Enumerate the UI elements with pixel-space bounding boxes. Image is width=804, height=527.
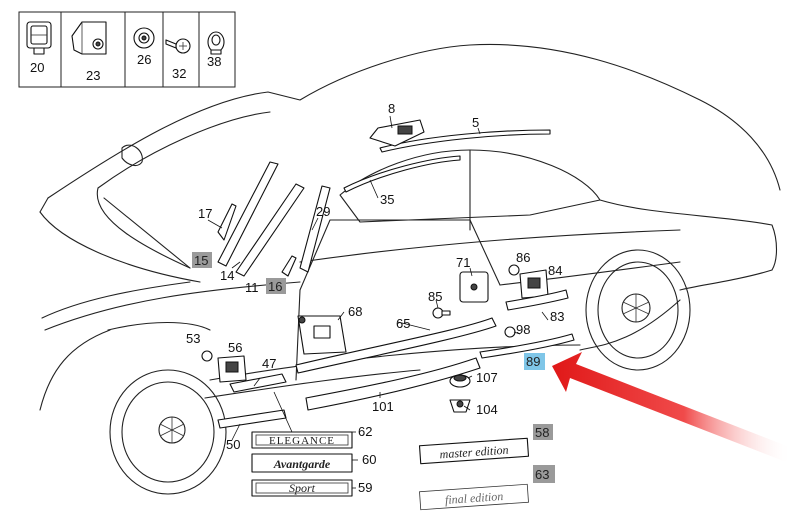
roof-clip-8: [369, 119, 425, 147]
badge-sport: Sport: [251, 479, 353, 497]
callout-14: 14: [220, 268, 234, 283]
roof-molding-5: [379, 129, 551, 153]
rear-sill-89: [479, 333, 575, 359]
callout-83: 83: [550, 309, 564, 324]
highlight-arrow: [552, 352, 792, 462]
callout-84: 84: [548, 263, 562, 278]
clip-98: [504, 326, 516, 338]
legend-label-23: 23: [86, 68, 100, 83]
door-bracket-68: [297, 315, 347, 355]
legend-label-20: 20: [30, 60, 44, 75]
rear-molding-83: [505, 289, 569, 311]
door-molding-65: [295, 317, 497, 374]
callout-89: 89: [526, 354, 540, 369]
callout-63-box[interactable]: 63: [533, 465, 555, 483]
clip-20-icon: [26, 21, 52, 55]
wing-molding-47: [229, 373, 287, 393]
svg-text:Avantgarde: Avantgarde: [273, 457, 331, 471]
callout-62: 62: [358, 424, 372, 439]
rear-wheel: [585, 249, 691, 371]
car-body-outline: [39, 43, 781, 411]
front-wheel: [109, 369, 227, 495]
callout-86: 86: [516, 250, 530, 265]
badge-master-edition: master edition: [418, 437, 530, 465]
clip-53: [201, 350, 213, 362]
svg-text:final edition: final edition: [444, 489, 503, 507]
callout-68: 68: [348, 304, 362, 319]
badge-elegance: ELEGANCE: [251, 431, 353, 449]
callout-58-box[interactable]: 58: [533, 424, 553, 440]
sill-trim-101: [305, 357, 481, 411]
nut-26-icon: [133, 27, 155, 49]
svg-text:Sport: Sport: [289, 481, 316, 495]
callout-15-box[interactable]: 15: [192, 252, 212, 268]
bracket-56: [217, 355, 247, 383]
callout-8: 8: [388, 101, 395, 116]
callout-47: 47: [262, 356, 276, 371]
callout-16: 16: [268, 279, 282, 294]
callout-58: 58: [535, 425, 549, 440]
bracket-clip-23-icon: [71, 21, 107, 55]
legend-label-38: 38: [207, 54, 221, 69]
bracket-84: [519, 269, 549, 299]
callout-59: 59: [358, 480, 372, 495]
callout-56: 56: [228, 340, 242, 355]
clip-16: [281, 255, 297, 277]
legend-label-26: 26: [137, 52, 151, 67]
badge-final-edition: final edition: [419, 483, 529, 511]
callout-71: 71: [456, 255, 470, 270]
callout-104: 104: [476, 402, 498, 417]
screw-32-icon: [165, 38, 191, 54]
callout-63: 63: [535, 467, 549, 482]
callout-107: 107: [476, 370, 498, 385]
callout-15: 15: [194, 253, 208, 268]
callout-53: 53: [186, 331, 200, 346]
callout-11: 11: [245, 280, 259, 295]
pillar-trim-29: [299, 185, 331, 273]
callout-50: 50: [226, 437, 240, 452]
callout-98: 98: [516, 322, 530, 337]
leader-lines: [207, 115, 549, 489]
svg-text:master edition: master edition: [439, 443, 509, 462]
callout-65: 65: [396, 316, 410, 331]
clip-85: [432, 307, 451, 319]
callout-16-box[interactable]: 16: [266, 278, 286, 294]
callout-17: 17: [198, 206, 212, 221]
window-trim-35: [343, 155, 461, 193]
pillar-trim-14: [217, 161, 279, 267]
svg-text:ELEGANCE: ELEGANCE: [269, 435, 335, 447]
badge-avantgarde: Avantgarde: [251, 453, 353, 473]
callout-89-box[interactable]: 89: [524, 353, 545, 370]
grommet-107: [449, 374, 471, 388]
callout-5: 5: [472, 115, 479, 130]
mount-plate-71: [459, 271, 489, 303]
pillar-trim-11: [235, 183, 305, 277]
legend-panel: 20 23 26 32 38: [18, 11, 236, 88]
callout-35: 35: [380, 192, 394, 207]
callout-60: 60: [362, 452, 376, 467]
clip-104: [449, 399, 471, 413]
callout-85: 85: [428, 289, 442, 304]
callout-101: 101: [372, 399, 394, 414]
legend-label-32: 32: [172, 66, 186, 81]
pillar-bracket-17: [217, 203, 237, 241]
callout-29: 29: [316, 204, 330, 219]
grommet-38-icon: [207, 31, 225, 55]
front-sill-50: [217, 409, 287, 429]
clip-86: [508, 264, 520, 276]
